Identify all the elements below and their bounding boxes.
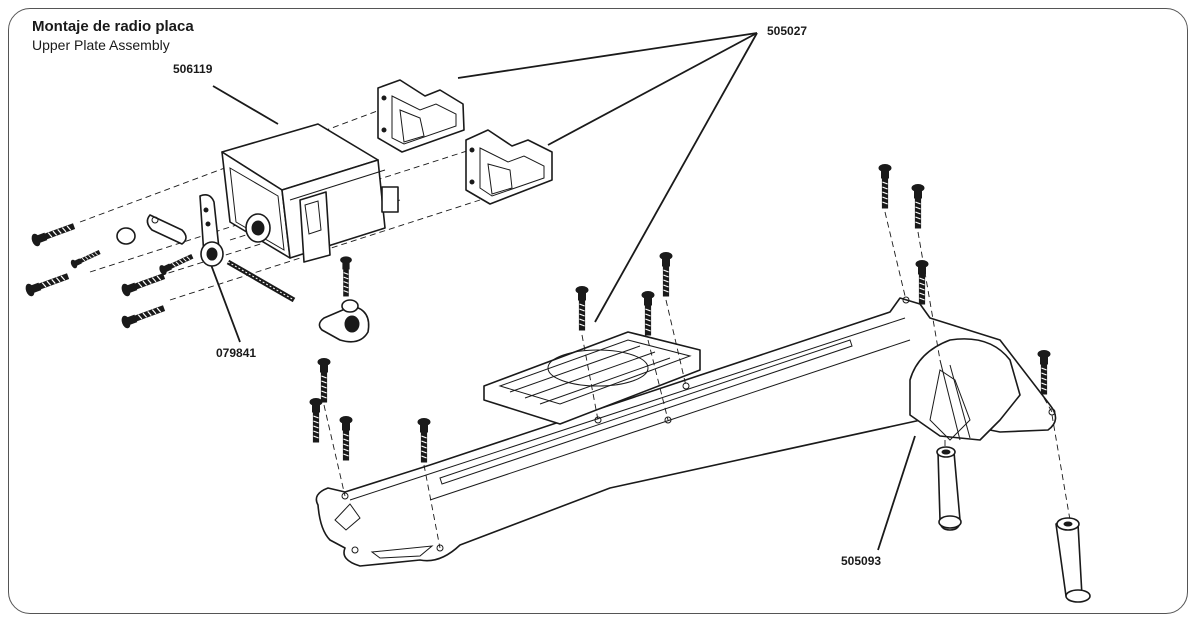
posts [936,446,1091,603]
leader-servo [212,85,279,125]
diagram-title: Montaje de radio placa [32,18,194,35]
leader-mount-3 [594,32,758,323]
leader-posts [877,435,916,551]
upper-plate [315,296,1057,567]
part-label-posts: 505093 [841,554,882,568]
diagram-frame [8,8,1188,614]
leader-mount-1 [457,32,758,79]
servo-mount-lower [465,129,553,205]
part-label-servo-mounts: 505027 [767,24,808,38]
diagram-subtitle: Upper Plate Assembly [32,37,170,53]
servo-linkage [116,194,370,343]
assembly-lines-plate [323,211,1071,549]
leader-linkage [209,261,241,343]
part-label-servo-linkage: 079841 [216,346,257,360]
servo-mount-upper [377,79,465,153]
leader-lines [209,32,916,551]
servo [221,123,399,263]
leader-mount-2 [547,32,758,146]
part-label-servo: 506119 [173,62,213,76]
